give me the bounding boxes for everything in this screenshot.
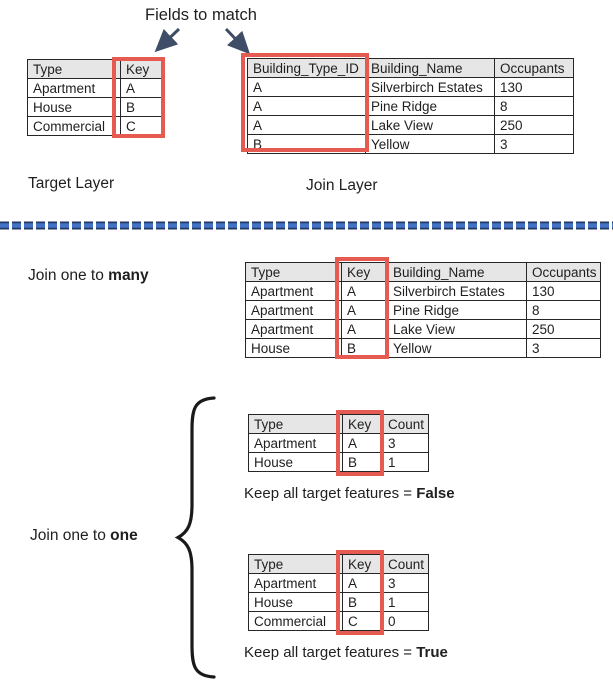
column-header: Count bbox=[382, 554, 429, 574]
table-cell: Lake View bbox=[365, 115, 495, 135]
column-header: Type bbox=[248, 414, 343, 434]
label-bold: many bbox=[108, 267, 149, 284]
label-bold: one bbox=[110, 527, 138, 544]
join-layer-label: Join Layer bbox=[306, 177, 378, 194]
table-cell: Yellow bbox=[387, 338, 527, 358]
table-cell: 3 bbox=[494, 134, 574, 154]
table-cell: Apartment bbox=[27, 78, 121, 98]
arrow-to-target-key-icon bbox=[154, 27, 181, 53]
caption-bold: True bbox=[416, 644, 448, 661]
table-cell: House bbox=[248, 592, 343, 612]
arrow-to-join-key-icon bbox=[224, 27, 251, 55]
fields-to-match-label: Fields to match bbox=[145, 6, 257, 24]
table-cell: Apartment bbox=[248, 573, 343, 593]
table-cell: Pine Ridge bbox=[387, 300, 527, 320]
join-one-to-one-label: Join one to one bbox=[30, 527, 138, 545]
table-cell: 8 bbox=[526, 300, 601, 320]
table-cell: House bbox=[245, 338, 342, 358]
table-cell: 250 bbox=[494, 115, 574, 135]
keep-false-caption: Keep all target features = False bbox=[244, 485, 455, 502]
table-cell: 1 bbox=[382, 592, 429, 612]
table-cell: Pine Ridge bbox=[365, 96, 495, 116]
table-cell: Silverbirch Estates bbox=[387, 281, 527, 301]
column-header: Occupants bbox=[526, 262, 601, 282]
caption-text: Keep all target features = bbox=[244, 485, 417, 502]
table-cell: House bbox=[27, 97, 121, 117]
table-cell: 130 bbox=[526, 281, 601, 301]
column-header: Building_Type_ID bbox=[247, 58, 366, 78]
table-cell: 130 bbox=[494, 77, 574, 97]
table-cell: 3 bbox=[382, 573, 429, 593]
table-cell: 8 bbox=[494, 96, 574, 116]
table-cell: Apartment bbox=[245, 300, 342, 320]
table-cell: Apartment bbox=[245, 319, 342, 339]
table-cell: Apartment bbox=[245, 281, 342, 301]
table-cell: Yellow bbox=[365, 134, 495, 154]
target-layer-label: Target Layer bbox=[28, 175, 115, 192]
column-header: Type bbox=[245, 262, 342, 282]
caption-text: Keep all target features = bbox=[244, 644, 417, 661]
table-cell: 3 bbox=[526, 338, 601, 358]
table-cell: 0 bbox=[382, 611, 429, 631]
column-header: Count bbox=[382, 414, 429, 434]
column-header: Key bbox=[342, 554, 383, 574]
one-to-many-key-highlight bbox=[335, 257, 389, 359]
join-one-to-many-label: Join one to many bbox=[28, 267, 149, 285]
table-cell: Commercial bbox=[27, 116, 121, 136]
column-header: Key bbox=[341, 262, 388, 282]
table-cell: 1 bbox=[382, 452, 429, 472]
table-cell: House bbox=[248, 452, 343, 472]
table-cell: Apartment bbox=[248, 433, 343, 453]
curly-brace bbox=[174, 396, 216, 679]
label-text: Join one to bbox=[28, 267, 109, 284]
column-header: Type bbox=[27, 59, 121, 79]
label-text: Join one to bbox=[30, 527, 111, 544]
column-header: Building_Name bbox=[365, 58, 495, 78]
table-cell: Lake View bbox=[387, 319, 527, 339]
keep-true-caption: Keep all target features = True bbox=[244, 644, 448, 661]
column-header: Key bbox=[342, 414, 383, 434]
target-key-highlight bbox=[112, 57, 165, 138]
column-header: Type bbox=[248, 554, 343, 574]
one-to-one-false-key-highlight bbox=[336, 410, 384, 476]
caption-bold: False bbox=[416, 485, 455, 502]
join-key-highlight bbox=[241, 53, 369, 152]
table-cell: Commercial bbox=[248, 611, 343, 631]
table-cell: 3 bbox=[382, 433, 429, 453]
table-cell: Silverbirch Estates bbox=[365, 77, 495, 97]
column-header: Occupants bbox=[494, 58, 574, 78]
column-header: Building_Name bbox=[387, 262, 527, 282]
table-cell: 250 bbox=[526, 319, 601, 339]
one-to-one-true-key-highlight bbox=[336, 550, 384, 635]
